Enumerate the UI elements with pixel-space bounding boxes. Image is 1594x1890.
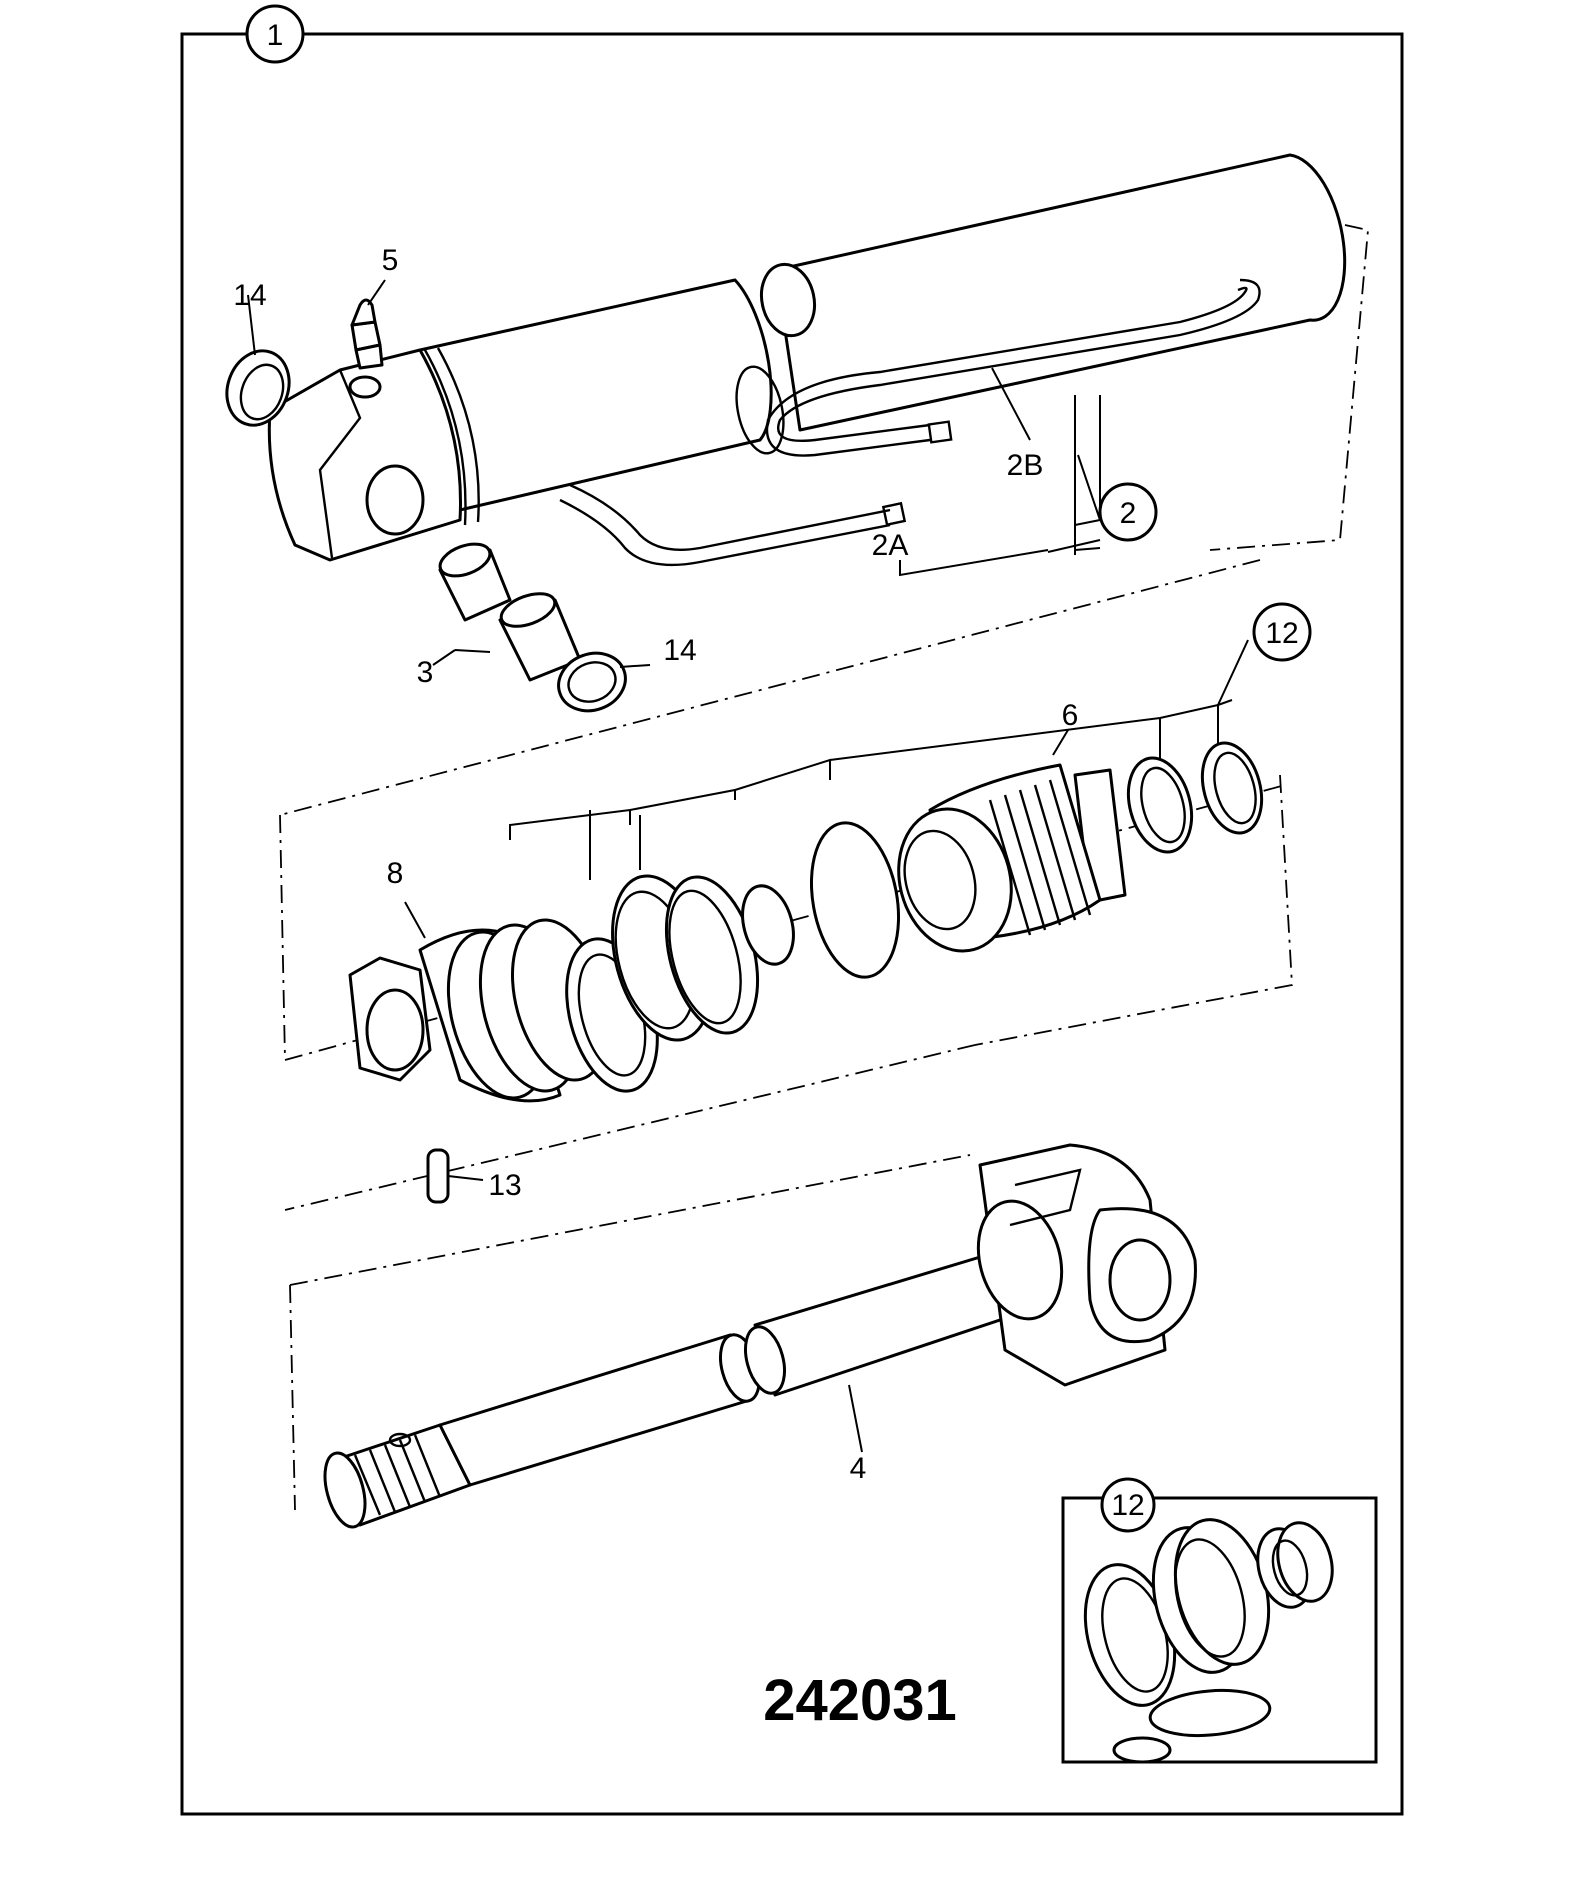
bush-parts	[438, 542, 627, 713]
callout-12-inset: 12	[1100, 1477, 1156, 1533]
svg-text:6: 6	[1062, 699, 1079, 732]
svg-text:2: 2	[1120, 497, 1137, 530]
callout-14-bush: 14	[663, 634, 696, 667]
seal-14-head	[225, 349, 291, 427]
svg-text:13: 13	[488, 1169, 521, 1202]
o-ring-small	[741, 884, 795, 966]
callout-13: 13	[488, 1169, 521, 1202]
seal-ring-right-2	[1200, 741, 1264, 835]
svg-text:12: 12	[1265, 617, 1298, 650]
diagram-frame	[180, 32, 1404, 1816]
svg-text:1: 1	[267, 19, 284, 52]
callout-8: 8	[387, 857, 404, 890]
callout-5: 5	[382, 244, 399, 277]
callout-14-top: 14	[233, 279, 266, 312]
svg-text:3: 3	[417, 656, 434, 689]
callout-2b: 2B	[1007, 449, 1044, 482]
callout-3: 3	[417, 656, 434, 689]
svg-text:14: 14	[663, 634, 696, 667]
svg-text:2B: 2B	[1007, 449, 1044, 482]
svg-text:4: 4	[850, 1452, 867, 1485]
reference-number: 242031	[763, 1668, 957, 1733]
grease-nipple-part	[350, 298, 384, 370]
pin-part	[426, 1148, 484, 1204]
callout-4: 4	[850, 1452, 867, 1485]
svg-text:14: 14	[233, 279, 266, 312]
callout-6: 6	[1062, 699, 1079, 732]
gland-part	[897, 763, 1127, 953]
callout-2: 2	[1098, 482, 1158, 542]
seal-kit-inset	[1061, 1496, 1378, 1764]
svg-text:2A: 2A	[872, 529, 909, 562]
callout-12: 12	[1252, 602, 1312, 662]
pipe-2a	[559, 483, 907, 567]
svg-text:12: 12	[1111, 1489, 1144, 1522]
seal-ring-right-1	[1126, 756, 1194, 854]
callout-2a: 2A	[872, 529, 909, 562]
piston-rod-part	[323, 1143, 1197, 1529]
pipe-2b	[765, 278, 1261, 457]
o-ring-large	[809, 821, 901, 979]
callout-1: 1	[245, 4, 305, 64]
piston-part	[348, 874, 760, 1103]
svg-text:5: 5	[382, 244, 399, 277]
svg-text:8: 8	[387, 857, 404, 890]
barrel-part	[267, 153, 1347, 562]
